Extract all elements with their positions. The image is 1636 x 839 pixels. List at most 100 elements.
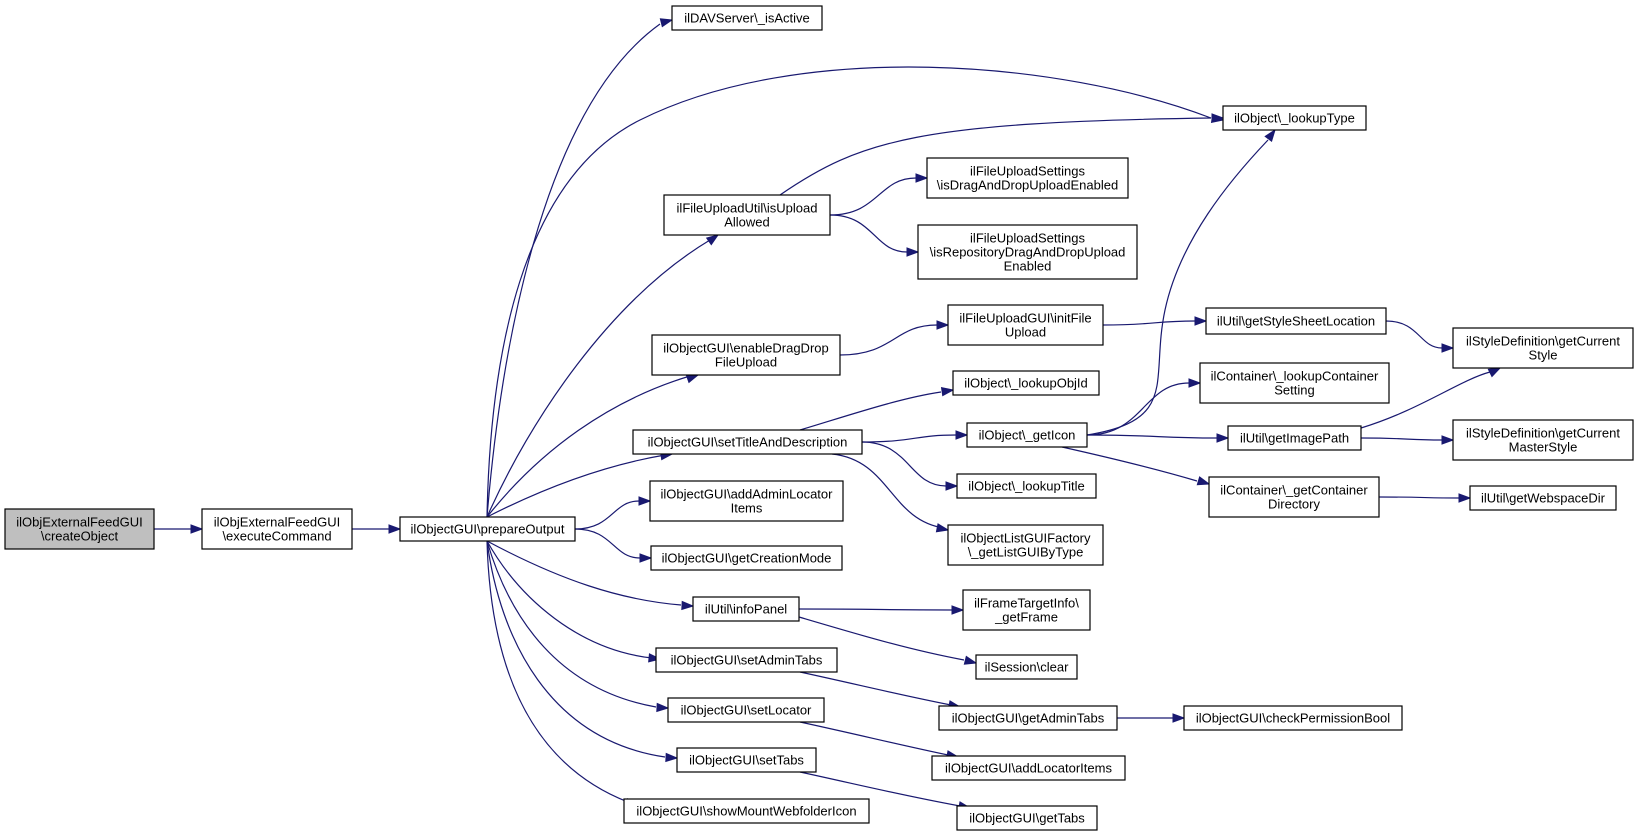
edge-getStyleSheetLocation-to-getCurrentStyle — [1385, 320, 1455, 353]
arrowhead-icon — [1196, 476, 1211, 486]
node-checkPermissionBool[interactable]: ilObjectGUI\checkPermissionBool — [1183, 705, 1403, 731]
node-setTitleAndDescription[interactable]: ilObjectGUI\setTitleAndDescription — [632, 429, 863, 455]
arrowhead-icon — [659, 18, 674, 28]
edge-line — [1086, 139, 1269, 436]
node-label: ilContainer\_lookupContainer — [1211, 369, 1379, 384]
edge-line — [486, 375, 691, 518]
node-label: FileUpload — [715, 355, 777, 370]
edge-line — [1360, 437, 1443, 441]
node-addLocatorItems[interactable]: ilObjectGUI\addLocatorItems — [931, 755, 1126, 781]
edge-prepareOutput-to-getCreationMode — [574, 528, 653, 563]
node-box — [962, 589, 1091, 631]
node-setLocator[interactable]: ilObjectGUI\setLocator — [667, 697, 825, 723]
node-label: ilUtil\getWebspaceDir — [1481, 491, 1606, 506]
node-box — [938, 705, 1118, 731]
node-box — [651, 334, 841, 376]
node-sessionClear[interactable]: ilSession\clear — [975, 654, 1078, 680]
arrowhead-icon — [1487, 367, 1502, 378]
node-label: ilObjExternalFeedGUI — [16, 515, 142, 530]
node-box — [655, 647, 838, 673]
edge-executeCommand-to-prepareOutput — [352, 524, 402, 534]
edge-getImagePath-to-getCurrentMasterStyle — [1360, 435, 1455, 445]
edge-line — [486, 540, 666, 758]
node-getImagePath[interactable]: ilUtil\getImagePath — [1227, 425, 1362, 451]
edge-line — [831, 453, 945, 529]
arrowhead-icon — [940, 387, 955, 397]
arrowhead-icon — [638, 496, 652, 506]
arrowhead-icon — [1441, 435, 1455, 445]
arrowhead-icon — [656, 702, 670, 713]
node-lookupType[interactable]: ilObject\_lookupType — [1222, 105, 1367, 131]
node-getWebspaceDir[interactable]: ilUtil\getWebspaceDir — [1469, 485, 1617, 511]
edge-getContainerDirectory-to-getWebspaceDir — [1378, 493, 1472, 503]
node-lookupTitle[interactable]: ilObject\_lookupTitle — [956, 473, 1097, 499]
edge-setTitleAndDescription-to-lookupTitle — [861, 441, 959, 491]
arrowhead-icon — [951, 605, 965, 615]
node-label: ilObjectGUI\setAdminTabs — [671, 653, 823, 668]
edge-line — [861, 434, 957, 443]
edge-isUploadAllowed-to-lookupType — [779, 113, 1225, 196]
node-label: ilFrameTargetInfo\ — [974, 596, 1079, 611]
node-setAdminTabs[interactable]: ilObjectGUI\setAdminTabs — [655, 647, 838, 673]
edge-getIcon-to-getImagePath — [1086, 433, 1230, 443]
node-getIcon[interactable]: ilObject\_getIcon — [966, 422, 1088, 448]
node-getAdminTabs[interactable]: ilObjectGUI\getAdminTabs — [938, 705, 1118, 731]
node-box — [1469, 485, 1617, 511]
node-davIsActive[interactable]: ilDAVServer\_isActive — [671, 5, 823, 31]
node-label: ilObjExternalFeedGUI — [214, 515, 340, 530]
edge-line — [486, 540, 657, 708]
edge-enableDragDrop-to-initFileUpload — [839, 320, 950, 356]
node-label: ilObjectGUI\setTitleAndDescription — [648, 435, 848, 450]
edge-line — [1102, 320, 1196, 326]
edge-getIcon-to-lookupContainerSetting — [1086, 378, 1202, 436]
node-label: Allowed — [724, 215, 770, 230]
node-label: ilObjectGUI\getCreationMode — [662, 551, 832, 566]
edge-line — [1360, 371, 1491, 429]
node-label: MasterStyle — [1509, 440, 1578, 455]
edge-line — [829, 214, 908, 253]
node-getCreationMode[interactable]: ilObjectGUI\getCreationMode — [650, 545, 843, 571]
node-getFrame[interactable]: ilFrameTargetInfo\_getFrame — [962, 589, 1091, 631]
arrowhead-icon — [963, 655, 978, 665]
node-label: Style — [1529, 348, 1558, 363]
node-getTabs[interactable]: ilObjectGUI\getTabs — [956, 805, 1098, 831]
node-box — [399, 516, 576, 542]
node-infoPanel[interactable]: ilUtil\infoPanel — [692, 596, 800, 622]
arrowhead-icon — [1211, 113, 1225, 123]
node-showMountWebfolderIcon[interactable]: ilObjectGUI\showMountWebfolderIcon — [623, 798, 870, 824]
node-label: ilObject\_lookupType — [1234, 111, 1355, 126]
node-label: ilObjectGUI\addLocatorItems — [945, 761, 1112, 776]
edge-line — [486, 540, 653, 659]
node-prepareOutput[interactable]: ilObjectGUI\prepareOutput — [399, 516, 576, 542]
edge-line — [799, 671, 952, 706]
edge-infoPanel-to-getFrame — [798, 605, 965, 615]
node-isDragAndDrop[interactable]: ilFileUploadSettings\isDragAndDropUpload… — [926, 157, 1129, 199]
edge-line — [861, 441, 947, 487]
node-getStyleSheetLocation[interactable]: ilUtil\getStyleSheetLocation — [1205, 307, 1387, 335]
edge-line — [486, 540, 629, 803]
node-isRepoDragDrop[interactable]: ilFileUploadSettings\isRepositoryDragAnd… — [917, 224, 1138, 280]
edge-getIcon-to-lookupType — [1086, 128, 1276, 436]
node-label: ilUtil\getStyleSheetLocation — [1217, 314, 1375, 329]
node-executeCommand[interactable]: ilObjExternalFeedGUI\executeCommand — [201, 508, 353, 550]
node-lookupObjId[interactable]: ilObject\_lookupObjId — [952, 370, 1100, 396]
node-label: ilStyleDefinition\getCurrent — [1466, 426, 1620, 441]
node-createObject[interactable]: ilObjExternalFeedGUI\createObject — [4, 508, 155, 550]
node-label: \isDragAndDropUploadEnabled — [937, 178, 1118, 193]
node-label: ilObjectGUI\setLocator — [681, 703, 812, 718]
edges-layer — [154, 18, 1502, 811]
edge-line — [486, 239, 711, 518]
node-setTabs[interactable]: ilObjectGUI\setTabs — [676, 747, 817, 773]
node-getListGUIByType[interactable]: ilObjectListGUIFactory\_getListGUIByType — [947, 524, 1104, 566]
edge-isUploadAllowed-to-isRepoDragDrop — [829, 214, 920, 257]
edge-line — [486, 66, 1212, 518]
node-box — [956, 805, 1098, 831]
